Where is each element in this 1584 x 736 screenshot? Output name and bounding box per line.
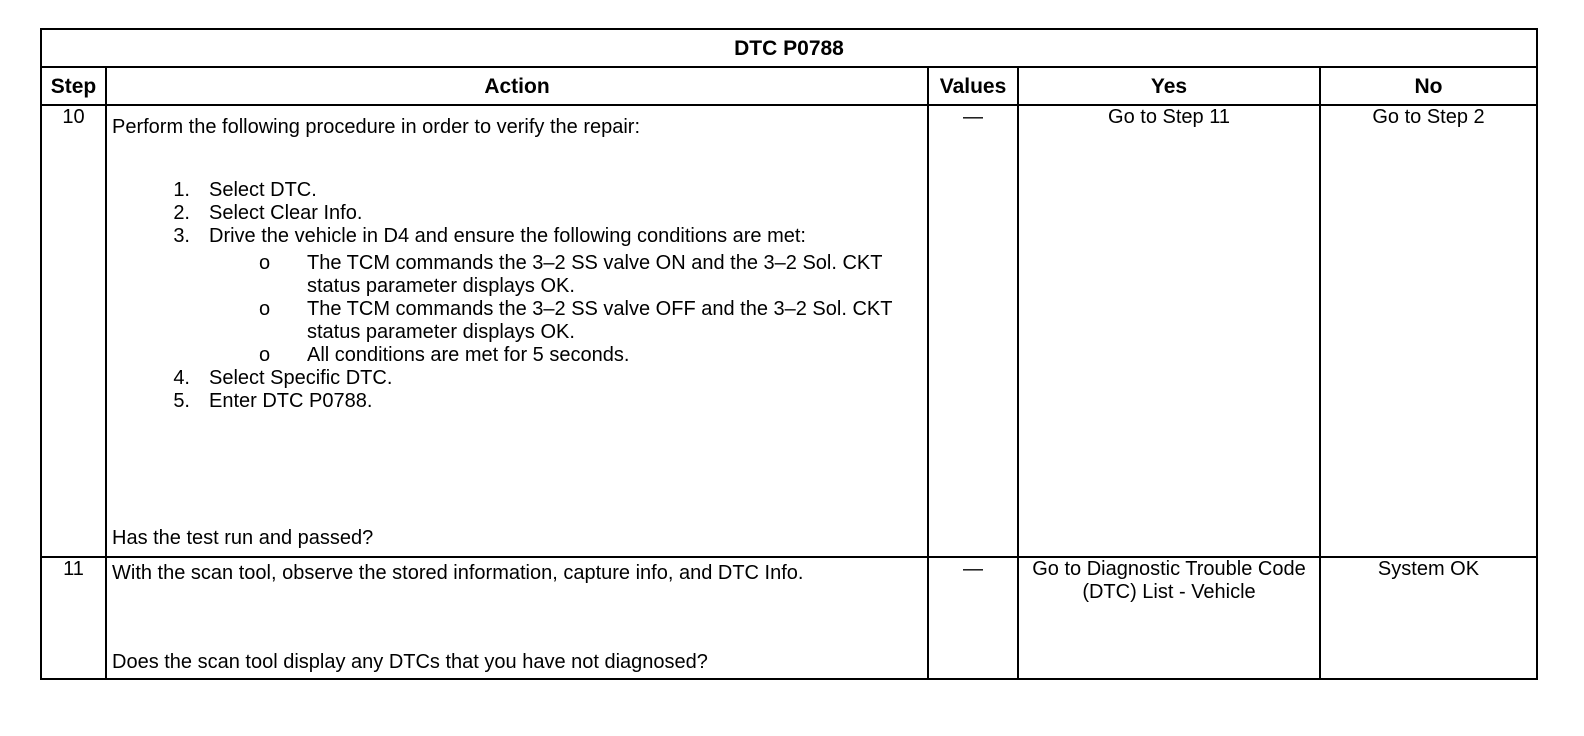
action-intro: With the scan tool, observe the stored i… xyxy=(112,562,804,584)
list-text: Select Clear Info. xyxy=(209,202,363,224)
list-item: o The TCM commands the 3–2 SS valve ON an… xyxy=(209,252,922,298)
list-item: 5. Enter DTC P0788. xyxy=(112,390,922,413)
list-text: Select Specific DTC. xyxy=(209,367,393,389)
dtc-table: DTC P0788 Step Action Values Yes No 10 P… xyxy=(40,28,1538,680)
header-step: Step xyxy=(40,66,107,106)
no-result: System OK xyxy=(1319,556,1538,680)
list-item: 3. Drive the vehicle in D4 and ensure the… xyxy=(112,225,922,367)
table-row-step-11: 11 With the scan tool, observe the store… xyxy=(40,556,1538,680)
list-number: 1. xyxy=(173,179,190,201)
procedure-list: 1. Select DTC. 2. Select Clear Info. 3. Dri… xyxy=(112,179,922,413)
value-dash: — xyxy=(963,558,983,580)
list-number: 3. xyxy=(173,225,190,247)
list-number: 5. xyxy=(173,390,190,412)
list-text: Select DTC. xyxy=(209,179,317,201)
list-text: The TCM commands the 3–2 SS valve ON and… xyxy=(307,252,883,297)
action-cell: With the scan tool, observe the stored i… xyxy=(105,556,929,680)
list-text: Enter DTC P0788. xyxy=(209,390,373,412)
list-text: Drive the vehicle in D4 and ensure the f… xyxy=(209,225,806,247)
table-title-row: DTC P0788 xyxy=(40,28,1538,68)
table-row-step-10: 10 Perform the following procedure in or… xyxy=(40,104,1538,558)
value-cell: — xyxy=(927,104,1019,558)
table-title: DTC P0788 xyxy=(40,28,1538,68)
header-yes: Yes xyxy=(1017,66,1321,106)
list-item: 2. Select Clear Info. xyxy=(112,202,922,225)
list-text: The TCM commands the 3–2 SS valve OFF an… xyxy=(307,298,893,343)
condition-list: o The TCM commands the 3–2 SS valve ON an… xyxy=(209,252,922,367)
table-header-row: Step Action Values Yes No xyxy=(40,66,1538,106)
bullet-icon: o xyxy=(259,344,271,366)
value-dash: — xyxy=(963,106,983,128)
header-action: Action xyxy=(105,66,929,106)
value-cell: — xyxy=(927,556,1019,680)
step-number: 11 xyxy=(40,556,107,680)
yes-result: Go to Diagnostic Trouble Code (DTC) List… xyxy=(1017,556,1321,680)
action-question: Does the scan tool display any DTCs that… xyxy=(112,651,708,673)
header-values: Values xyxy=(927,66,1019,106)
yes-result: Go to Step 11 xyxy=(1017,104,1321,558)
bullet-icon: o xyxy=(259,252,271,274)
no-result: Go to Step 2 xyxy=(1319,104,1538,558)
header-no: No xyxy=(1319,66,1538,106)
action-intro: Perform the following procedure in order… xyxy=(112,116,641,138)
list-text: All conditions are met for 5 seconds. xyxy=(307,344,630,366)
action-cell: Perform the following procedure in order… xyxy=(105,104,929,558)
action-question: Has the test run and passed? xyxy=(112,527,374,549)
list-number: 4. xyxy=(173,367,190,389)
step-number: 10 xyxy=(40,104,107,558)
bullet-icon: o xyxy=(259,298,271,320)
list-item: 4. Select Specific DTC. xyxy=(112,367,922,390)
list-item: o The TCM commands the 3–2 SS valve OFF a… xyxy=(209,298,922,344)
list-item: 1. Select DTC. xyxy=(112,179,922,202)
list-item: o All conditions are met for 5 seconds. xyxy=(209,344,922,367)
list-number: 2. xyxy=(173,202,190,224)
